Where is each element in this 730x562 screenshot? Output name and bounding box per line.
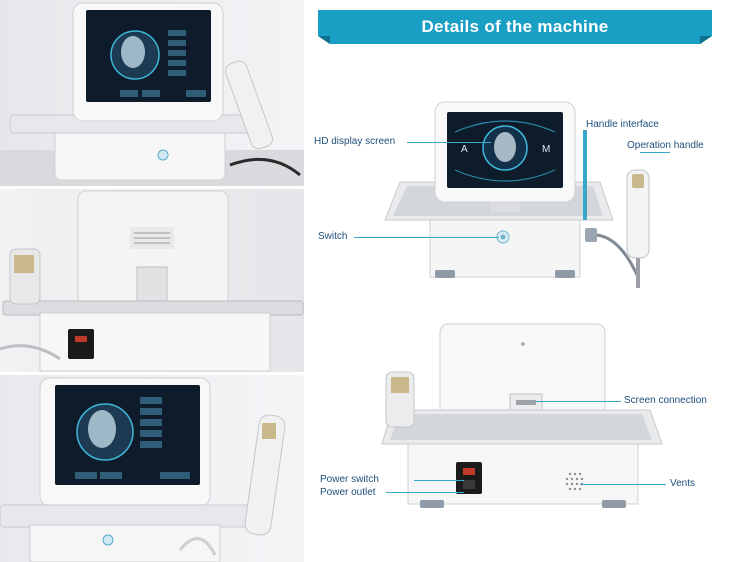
photo-back-view (0, 189, 304, 372)
screen-mode-a: A (461, 144, 468, 155)
callout-line-vents (580, 484, 666, 485)
label-vents: Vents (670, 478, 696, 489)
label-power-outlet: Power outlet (320, 487, 376, 498)
callout-line-power-switch (414, 480, 464, 481)
label-operation-handle: Operation handle (627, 140, 704, 151)
callout-line-operation-handle (640, 152, 670, 153)
callout-line-hd-display (407, 142, 491, 143)
screen-mode-m: M (542, 144, 550, 155)
callout-line-handle-interface (583, 130, 587, 220)
label-power-switch: Power switch (320, 474, 379, 485)
title-banner: Details of the machine (318, 10, 712, 44)
label-screen-connection: Screen connection (624, 395, 707, 406)
photo-angled-view (0, 375, 304, 562)
photo-front-view (0, 0, 304, 186)
callout-line-screen-connection (535, 401, 621, 402)
callout-line-switch (354, 237, 499, 238)
label-handle-interface: Handle interface (586, 119, 659, 130)
label-hd-display-screen: HD display screen (314, 136, 396, 147)
machine-back-illustration (380, 322, 670, 512)
callout-line-power-outlet (386, 492, 464, 493)
label-switch: Switch (318, 231, 348, 242)
page-title: Details of the machine (421, 17, 609, 36)
machine-front-illustration: A M (375, 100, 675, 290)
